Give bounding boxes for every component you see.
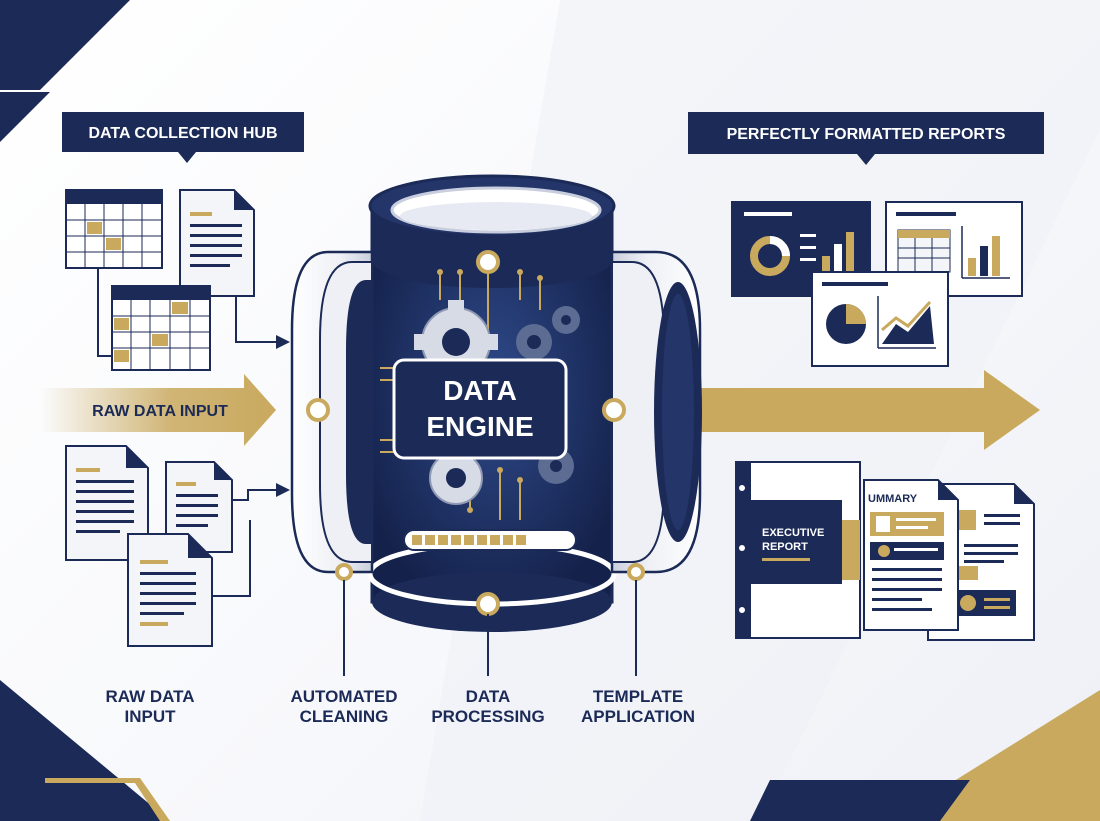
stage-label-cleaning-line1: AUTOMATED: [290, 687, 397, 706]
gear-icon: [552, 306, 580, 334]
progress-segment-filled: [451, 535, 461, 545]
progress-segment-filled: [438, 535, 448, 545]
formatted-reports-label: PERFECTLY FORMATTED REPORTS: [688, 112, 1044, 165]
stage-pointer-lines: [343, 580, 637, 676]
document-icon-top: [179, 189, 255, 297]
connector-arrowhead-bottom: [276, 483, 290, 497]
document-icon-bottom-1: [65, 445, 149, 561]
stage-label-raw-input-line1: RAW DATA: [105, 687, 194, 706]
progress-segment-filled: [490, 535, 500, 545]
stage-labels: RAW DATA INPUT AUTOMATED CLEANING DATA P…: [105, 687, 695, 726]
raw-data-input-arrow: RAW DATA INPUT: [40, 374, 276, 446]
spreadsheet-icon-top: [65, 189, 163, 269]
progress-bar: [403, 529, 577, 551]
executive-report-line2: REPORT: [762, 541, 808, 553]
progress-segment-filled: [464, 535, 474, 545]
output-arrow: [660, 370, 1040, 450]
report-document-summary: UMMARY: [863, 479, 959, 631]
stage-label-processing-line1: DATA: [466, 687, 511, 706]
progress-segment-filled: [503, 535, 513, 545]
summary-text: UMMARY: [868, 493, 918, 505]
progress-segment-filled: [412, 535, 422, 545]
engine-title-line2: ENGINE: [426, 411, 533, 442]
gear-icon: [429, 451, 483, 505]
connector-lines-bottom: [212, 489, 276, 597]
connector-lines-top: [97, 268, 276, 357]
stage-label-template-line2: APPLICATION: [581, 707, 695, 726]
progress-segment-filled: [477, 535, 487, 545]
raw-data-input-arrow-text: RAW DATA INPUT: [92, 403, 228, 420]
data-engine-machine: DATA ENGINE: [290, 174, 702, 632]
executive-report-line1: EXECUTIVE: [762, 527, 824, 539]
progress-segment-filled: [425, 535, 435, 545]
executive-report-binder: EXECUTIVE REPORT: [735, 461, 861, 639]
gear-icon: [516, 324, 552, 360]
collection-hub-text: DATA COLLECTION HUB: [88, 125, 277, 142]
progress-segment-empty: [555, 535, 565, 545]
stage-label-processing-line2: PROCESSING: [431, 707, 544, 726]
collection-hub-label: DATA COLLECTION HUB: [62, 112, 304, 163]
dashboard-report-3: [811, 271, 949, 367]
connector-arrowhead-top: [276, 335, 290, 349]
progress-segment-empty: [529, 535, 539, 545]
stage-label-template-line1: TEMPLATE: [593, 687, 683, 706]
spreadsheet-icon-middle: [111, 285, 211, 371]
stage-label-raw-input-line2: INPUT: [125, 707, 177, 726]
engine-title-line1: DATA: [443, 375, 517, 406]
document-icon-bottom-3: [127, 533, 213, 647]
progress-segment-empty: [542, 535, 552, 545]
stage-label-cleaning-line2: CLEANING: [300, 707, 389, 726]
progress-segment-filled: [516, 535, 526, 545]
formatted-reports-text: PERFECTLY FORMATTED REPORTS: [727, 126, 1006, 143]
